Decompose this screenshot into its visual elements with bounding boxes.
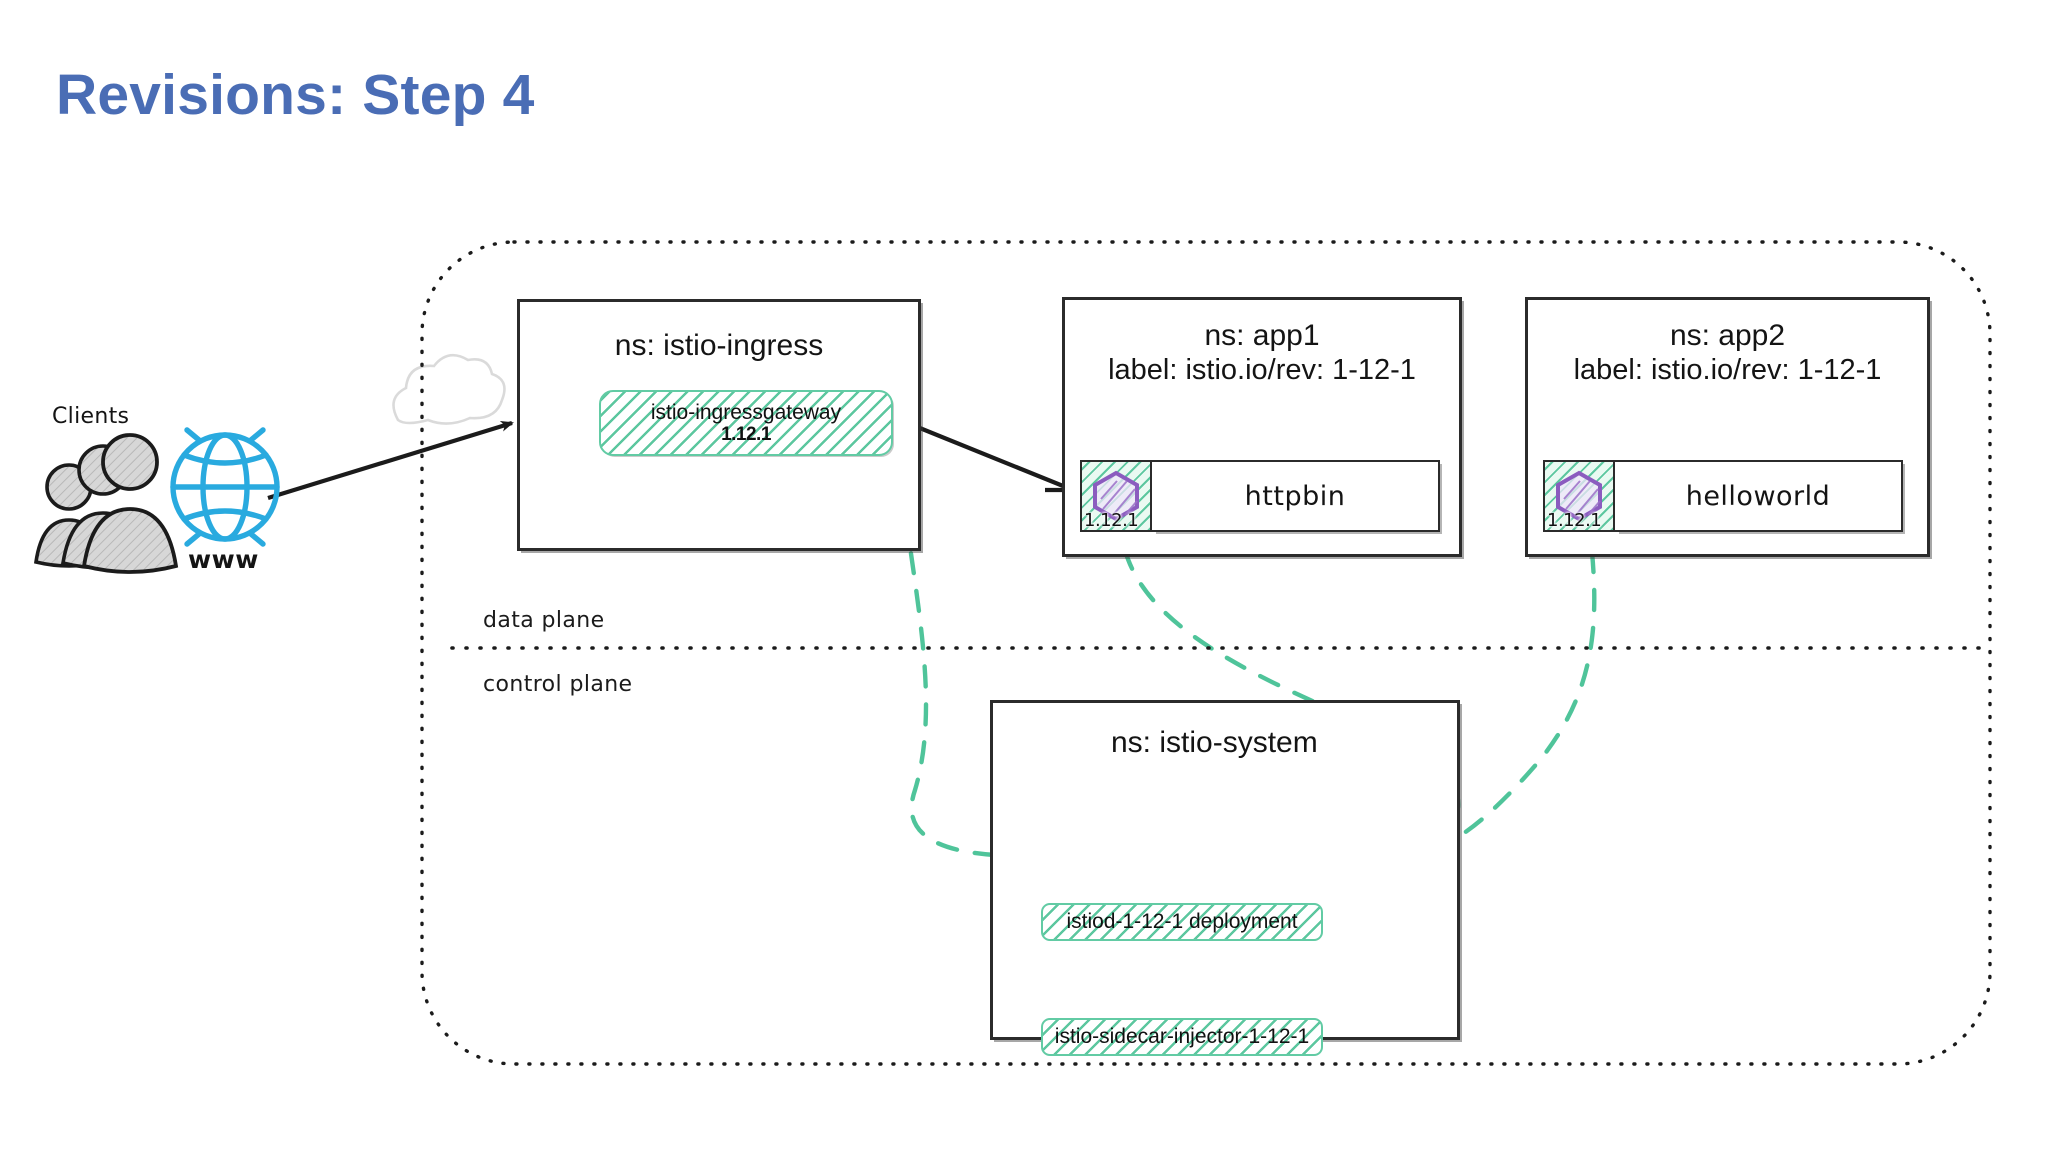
namespace-title-text: ns: app2 xyxy=(1669,319,1786,352)
envoy-hexagon-icon xyxy=(1556,470,1602,522)
page-title: Revisions: Step 4 xyxy=(56,63,535,127)
deployment-name: istio-sidecar-injector-1-12-1 xyxy=(1054,1025,1310,1049)
namespace-box-app1[interactable]: ns: app1 label: istio.io/rev: 1-12-1 1.1… xyxy=(1062,297,1462,557)
pod-helloworld[interactable]: 1.12.1 helloworld xyxy=(1543,460,1903,532)
xds-connection-helloworld xyxy=(1437,549,1597,851)
envoy-hexagon-icon xyxy=(1093,470,1139,522)
sidecar-version-label: 1.12.1 xyxy=(1547,510,1602,531)
globe-www-icon xyxy=(170,427,280,547)
cloud-shape xyxy=(392,353,506,425)
deployment-sidecar-injector[interactable]: istio-sidecar-injector-1-12-1 xyxy=(1041,1018,1323,1056)
namespace-title-istio-ingress: ns: istio-ingress xyxy=(614,329,824,362)
app-container-httpbin[interactable]: httpbin xyxy=(1152,460,1440,532)
www-label: www xyxy=(188,545,259,574)
control-plane-label: control plane xyxy=(483,672,633,697)
traffic-arrow-clients-to-gateway xyxy=(267,420,514,501)
app-name-label: httpbin xyxy=(1244,480,1346,512)
namespace-subtitle-text: label: istio.io/rev: 1-12-1 xyxy=(1108,354,1416,387)
namespace-box-app2[interactable]: ns: app2 label: istio.io/rev: 1-12-1 1.1… xyxy=(1525,297,1930,557)
namespace-subtitle-text: label: istio.io/rev: 1-12-1 xyxy=(1573,354,1882,387)
deployment-name: istiod-1-12-1 deployment xyxy=(1066,910,1298,934)
app-name-label: helloworld xyxy=(1685,480,1831,512)
namespace-box-istio-ingress[interactable]: ns: istio-ingress istio-ingressgateway 1… xyxy=(517,299,921,551)
deployment-istiod[interactable]: istiod-1-12-1 deployment xyxy=(1041,903,1323,941)
sidecar-proxy-httpbin[interactable]: 1.12.1 xyxy=(1080,460,1152,532)
namespace-title-app2: ns: app2 label: istio.io/rev: 1-12-1 xyxy=(1528,318,1927,388)
sidecar-version-label: 1.12.1 xyxy=(1084,510,1139,531)
workload-version: 1.12.1 xyxy=(721,424,771,446)
namespace-title-app1: ns: app1 label: istio.io/rev: 1-12-1 xyxy=(1065,318,1459,388)
people-group-icon xyxy=(33,433,179,574)
app-container-helloworld[interactable]: helloworld xyxy=(1615,460,1903,532)
namespace-box-istio-system[interactable]: ns: istio-system istiod-1-12-1 deploymen… xyxy=(990,700,1460,1056)
sidecar-proxy-helloworld[interactable]: 1.12.1 xyxy=(1543,460,1615,532)
namespace-title-istio-system: ns: istio-system xyxy=(1111,726,1318,759)
traffic-arrow-gateway-to-httpbin xyxy=(899,418,1078,493)
clients-label: Clients xyxy=(52,404,130,429)
workload-istio-ingressgateway[interactable]: istio-ingressgateway 1.12.1 xyxy=(599,390,893,456)
data-plane-label: data plane xyxy=(483,608,605,633)
pod-httpbin[interactable]: 1.12.1 httpbin xyxy=(1080,460,1440,532)
workload-name: istio-ingressgateway xyxy=(650,400,842,424)
namespace-title-text: ns: app1 xyxy=(1204,319,1320,352)
